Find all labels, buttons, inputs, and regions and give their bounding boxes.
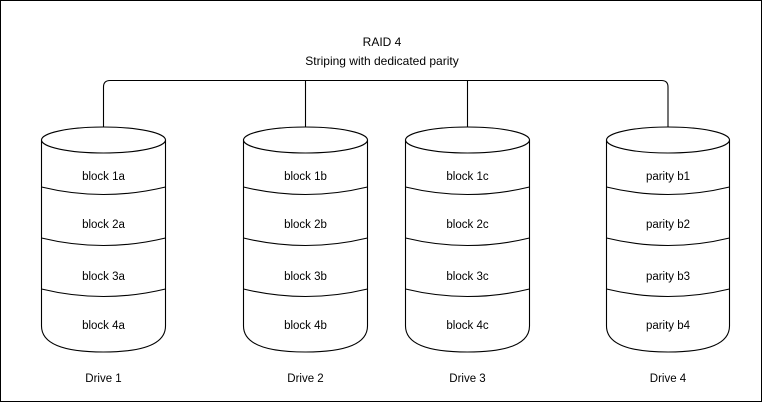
drive-2-divider-1 — [243, 186, 368, 196]
drive-1-divider-1 — [41, 186, 166, 196]
drive-1-block-3-label: block 3a — [82, 271, 125, 283]
drive-2-name-label: Drive 2 — [287, 373, 323, 385]
controller-bus — [102, 79, 669, 127]
drive-3-block-1-label: block 1c — [446, 171, 488, 183]
drive-4-divider-3 — [606, 288, 730, 298]
drive-3-top-ellipse — [404, 126, 531, 154]
drive-4-cylinder: parity b1 parity b2 parity b3 parity b4 … — [605, 126, 731, 385]
drive-4-name-label: Drive 4 — [650, 373, 687, 385]
drive-4-block-2-label: parity b2 — [646, 219, 690, 231]
drive-4-block-3-label: parity b3 — [646, 271, 690, 283]
drive-1-block-1-label: block 1a — [82, 171, 125, 183]
drive-4-divider-1 — [606, 186, 730, 196]
drive-1-block-2-label: block 2a — [82, 219, 125, 231]
diagram-subtitle: Striping with dedicated parity — [305, 54, 458, 68]
drive-2-cylinder: block 1b block 2b block 3b block 4b Driv… — [242, 126, 369, 385]
drive-1-divider-3 — [41, 288, 166, 298]
drive-4-divider-2 — [606, 237, 730, 247]
drive-1-block-4-label: block 4a — [82, 320, 125, 332]
drive-4-block-4-label: parity b4 — [646, 320, 691, 332]
drive-4-top-ellipse — [605, 126, 731, 154]
bus-main-line — [102, 79, 669, 127]
drive-3-name-label: Drive 3 — [449, 373, 485, 385]
drive-3-block-3-label: block 3c — [446, 271, 488, 283]
drive-3-cylinder: block 1c block 2c block 3c block 4c Driv… — [404, 126, 531, 385]
drive-2-block-2-label: block 2b — [284, 219, 327, 231]
drive-2-divider-3 — [243, 288, 368, 298]
drive-2-block-4-label: block 4b — [284, 320, 327, 332]
drive-3-divider-3 — [405, 288, 530, 298]
drive-3-block-2-label: block 2c — [446, 219, 488, 231]
drive-3-divider-1 — [405, 186, 530, 196]
drive-1-name-label: Drive 1 — [85, 373, 121, 385]
drive-2-top-ellipse — [242, 126, 369, 154]
drive-1-top-ellipse — [40, 126, 167, 154]
drive-1-divider-2 — [41, 237, 166, 247]
drive-3-divider-2 — [405, 237, 530, 247]
drive-2-divider-2 — [243, 237, 368, 247]
drive-3-block-4-label: block 4c — [446, 320, 488, 332]
diagram-title: RAID 4 — [363, 35, 402, 49]
drive-2-block-1-label: block 1b — [284, 171, 327, 183]
drive-2-block-3-label: block 3b — [284, 271, 327, 283]
drive-1-cylinder: block 1a block 2a block 3a block 4a Driv… — [40, 126, 167, 385]
drive-4-block-1-label: parity b1 — [646, 171, 690, 183]
